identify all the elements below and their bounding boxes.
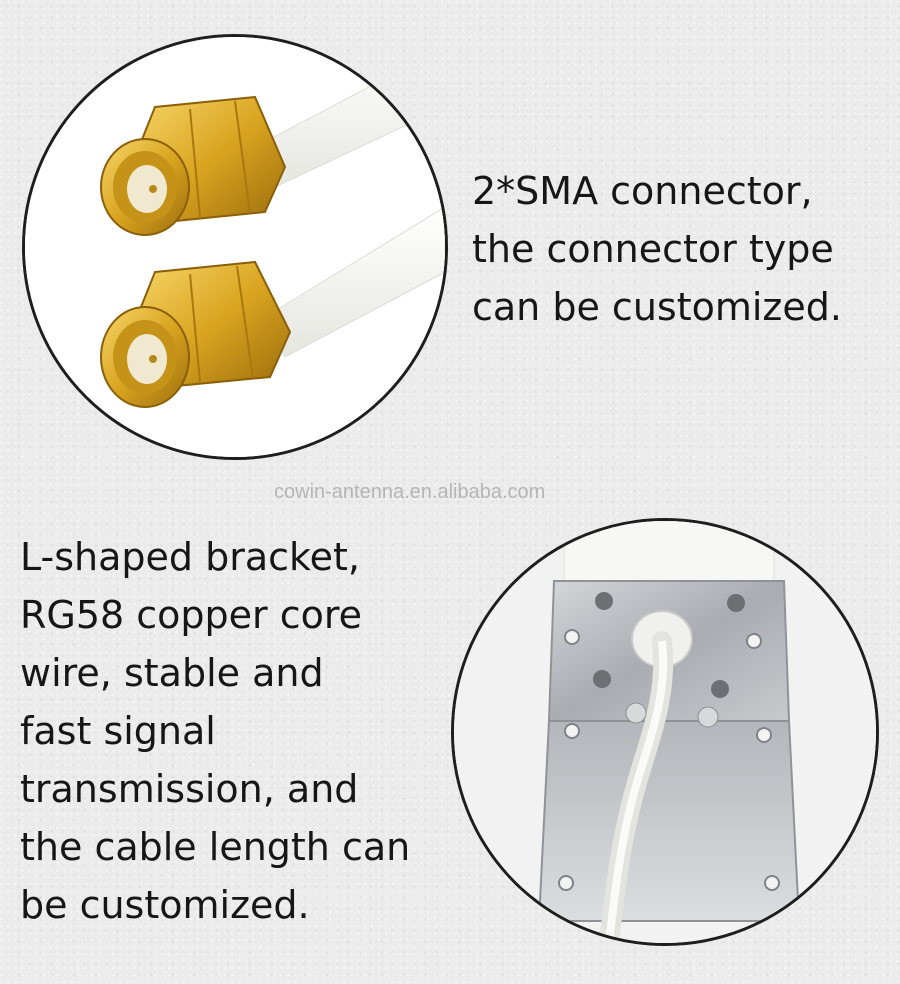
- bracket-screws: [593, 592, 745, 728]
- sma-connector-illustration: [25, 37, 445, 457]
- bracket-holes: [558, 629, 780, 891]
- sma-connector-photo: [22, 34, 448, 460]
- sma-connector-upper: [100, 95, 287, 236]
- bracket-illustration: [454, 521, 876, 943]
- connector-caption: 2*SMA connector, the connector type can …: [472, 169, 842, 329]
- bracket-photo: [451, 518, 879, 946]
- sma-connector-lower: [100, 260, 292, 408]
- watermark: cowin-antenna.en.alibaba.com: [274, 481, 546, 503]
- bracket-caption: L-shaped bracket, RG58 copper core wire,…: [20, 535, 411, 927]
- bracket-lower-plate: [537, 720, 801, 922]
